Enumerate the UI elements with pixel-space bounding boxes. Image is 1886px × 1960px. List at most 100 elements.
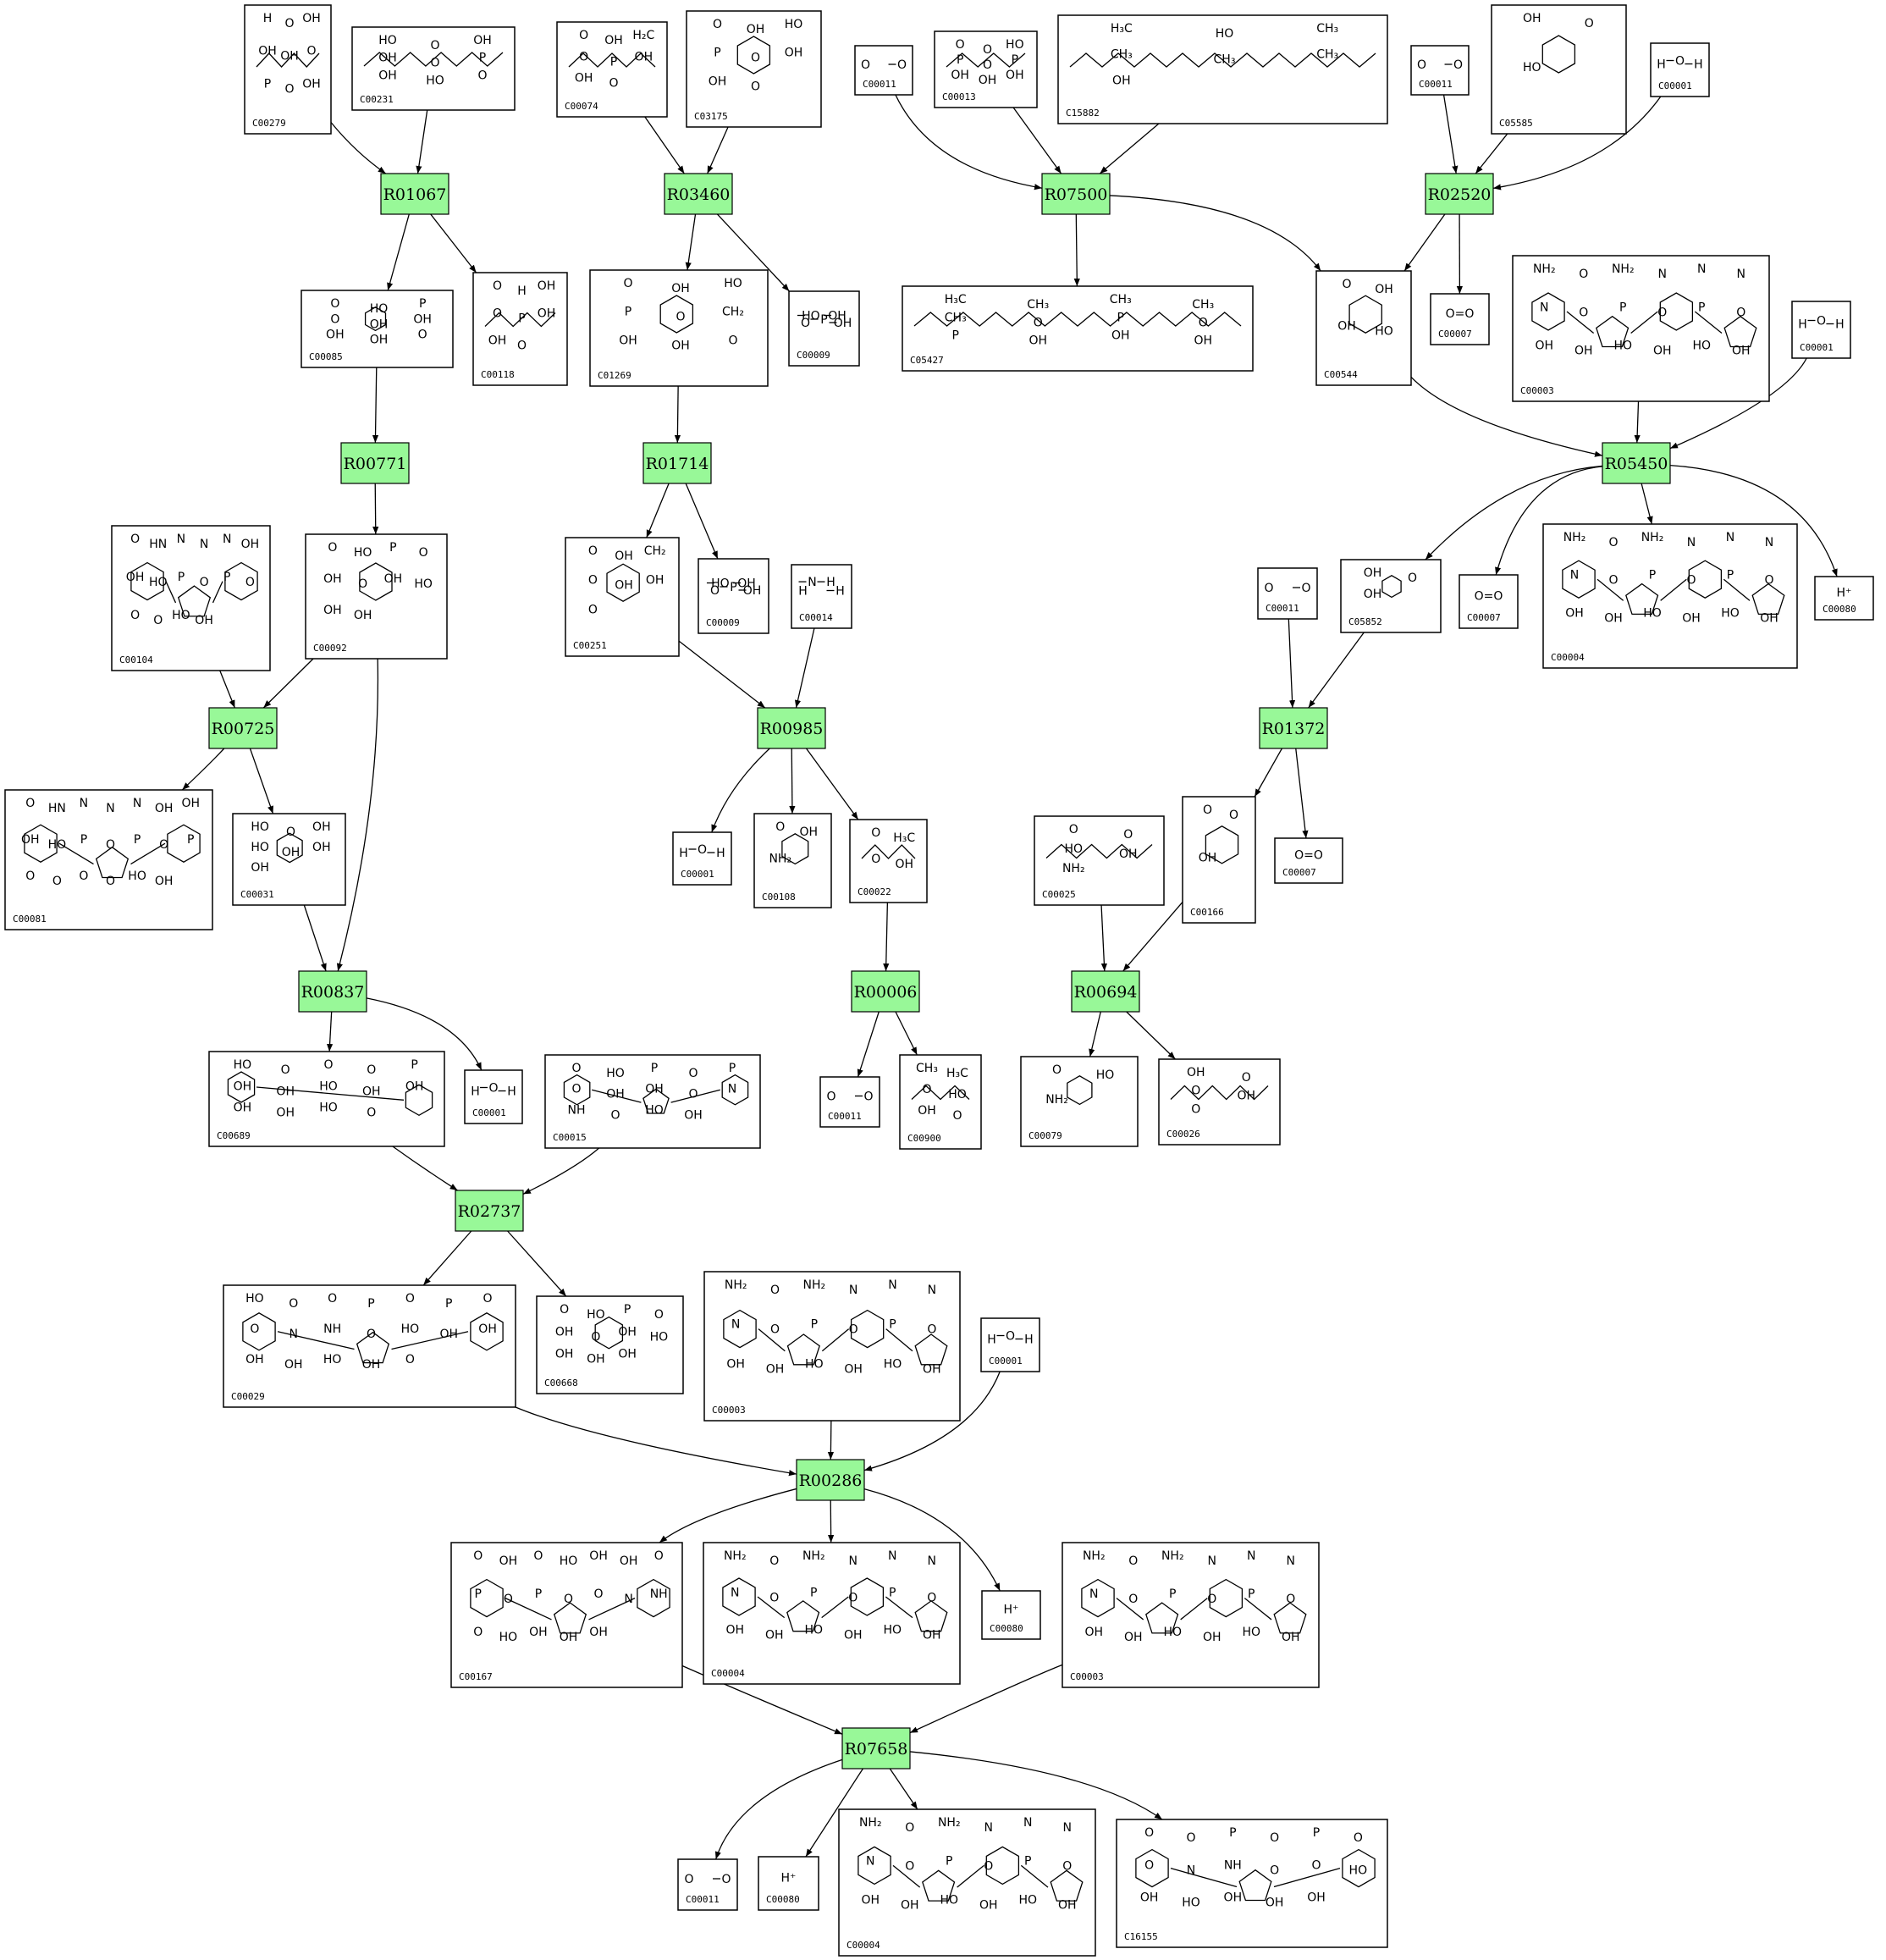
reaction-node[interactable]: R05450: [1602, 442, 1671, 484]
reaction-node[interactable]: R00694: [1071, 970, 1140, 1013]
compound-box[interactable]: [791, 564, 852, 629]
compound-box[interactable]: [1814, 576, 1874, 621]
reaction-box[interactable]: [208, 707, 278, 749]
compound-box[interactable]: [589, 269, 769, 387]
reaction-box[interactable]: [664, 173, 733, 215]
compound-box[interactable]: [305, 533, 448, 660]
compound-box[interactable]: [1542, 523, 1798, 669]
reaction-node[interactable]: R00725: [208, 707, 278, 749]
compound-box[interactable]: [1034, 815, 1165, 906]
reaction-box[interactable]: [1602, 442, 1671, 484]
compound-box[interactable]: [677, 1858, 738, 1911]
reaction-box[interactable]: [298, 970, 367, 1013]
compound-box[interactable]: [849, 819, 928, 903]
reaction-node[interactable]: R07500: [1041, 173, 1111, 215]
compound-box[interactable]: [1057, 14, 1388, 124]
compound-box[interactable]: [472, 272, 568, 386]
compound-box[interactable]: [899, 1054, 982, 1150]
compound-box[interactable]: [1410, 45, 1470, 96]
compound-box[interactable]: [819, 1076, 880, 1128]
reaction-box[interactable]: [851, 970, 920, 1013]
compound-box[interactable]: [1791, 301, 1851, 359]
reaction-node[interactable]: R02737: [455, 1190, 524, 1232]
compound-box[interactable]: [758, 1856, 819, 1911]
compound-box[interactable]: [980, 1317, 1040, 1372]
compound-box[interactable]: [1274, 837, 1343, 884]
reaction-box[interactable]: [757, 707, 826, 749]
compound-box[interactable]: [1340, 559, 1442, 633]
compound-box[interactable]: [1650, 42, 1710, 97]
compound-box[interactable]: [854, 45, 913, 96]
compound-box[interactable]: [1182, 796, 1256, 924]
reaction-node[interactable]: R01372: [1259, 707, 1328, 749]
compound-box[interactable]: [698, 558, 769, 634]
compound-box[interactable]: [753, 813, 832, 908]
reaction-box[interactable]: [1259, 707, 1328, 749]
compound-box[interactable]: [1020, 1056, 1139, 1147]
compound-box[interactable]: [934, 30, 1038, 108]
compound-box[interactable]: [4, 789, 213, 930]
compound-box[interactable]: [556, 21, 668, 118]
reaction-node[interactable]: R00837: [298, 970, 367, 1013]
compound-box[interactable]: [981, 1590, 1041, 1640]
compound-box[interactable]: [111, 525, 271, 671]
compound-box[interactable]: [544, 1054, 761, 1149]
reaction-node[interactable]: R00985: [757, 707, 826, 749]
compound-box[interactable]: [686, 10, 822, 128]
compound-box[interactable]: [672, 831, 732, 886]
reaction-box[interactable]: [841, 1727, 911, 1770]
reaction-box[interactable]: [1425, 173, 1494, 215]
compound-box[interactable]: [1430, 293, 1490, 345]
reaction-node[interactable]: R07658: [841, 1727, 911, 1770]
reaction-node[interactable]: R00006: [851, 970, 920, 1013]
reaction-box[interactable]: [1071, 970, 1140, 1013]
compound-box[interactable]: [536, 1295, 684, 1394]
compound-box[interactable]: [703, 1271, 961, 1422]
compound-box[interactable]: [244, 4, 332, 135]
compound-box[interactable]: [223, 1284, 516, 1408]
reaction-box[interactable]: [455, 1190, 524, 1232]
compound-box[interactable]: [1512, 255, 1770, 402]
compound-box[interactable]: [902, 285, 1254, 372]
compound-box[interactable]: [351, 26, 516, 111]
